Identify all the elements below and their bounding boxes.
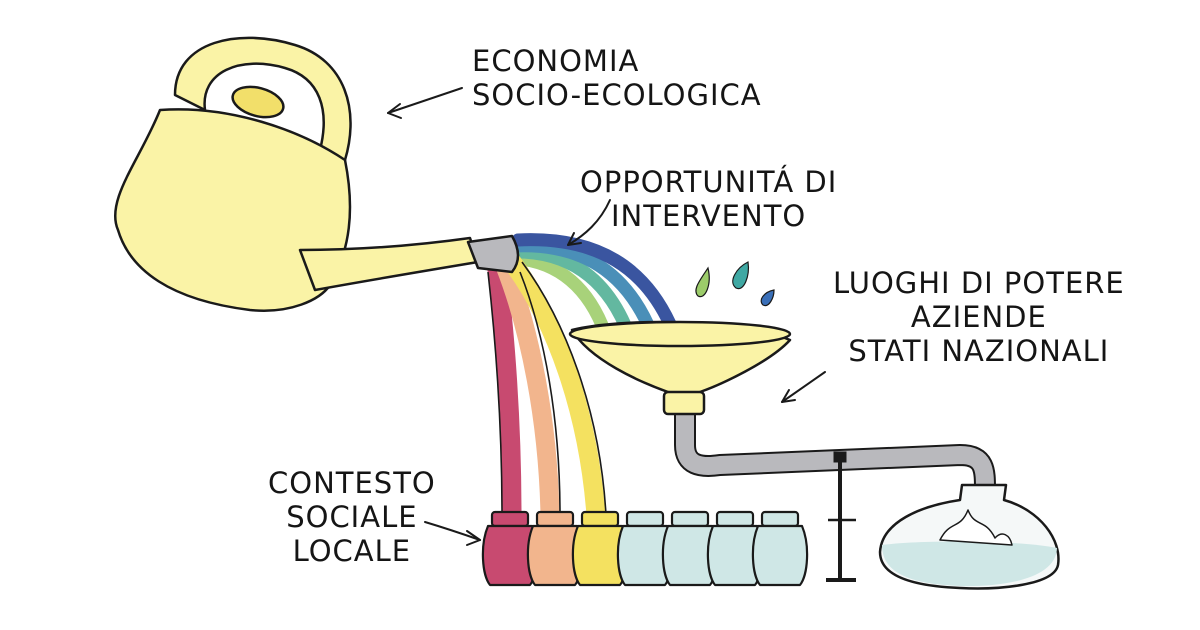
label-line: INTERVENTO (611, 199, 807, 233)
label-opportunita: OPPORTUNITÁ DI INTERVENTO (580, 165, 837, 233)
upper-streams (498, 233, 677, 332)
stream-magenta (487, 260, 522, 525)
falling-streams (487, 252, 606, 525)
label-line: ECONOMIA (472, 44, 640, 78)
arrow-icon (387, 87, 463, 119)
funnel-rim (568, 320, 792, 348)
arrows (387, 87, 826, 546)
watering-can-opening (231, 85, 285, 119)
flask-icon (878, 483, 1060, 590)
label-line: SOCIALE (286, 500, 418, 534)
stream-indigo (511, 233, 677, 331)
label-luoghi-di-potere: LUOGHI DI POTERE AZIENDE STATI NAZIONALI (833, 266, 1125, 368)
jar-icon (661, 510, 719, 587)
stream-teal (503, 245, 632, 332)
pipe-icon (674, 399, 996, 501)
watering-can-body (113, 108, 352, 312)
label-line: OPPORTUNITÁ DI (580, 165, 838, 199)
jar-icon (751, 510, 809, 587)
arrow-icon (567, 199, 611, 246)
droplet-blue (760, 289, 775, 307)
label-contesto-sociale: CONTESTO SOCIALE LOCALE (268, 466, 436, 568)
arrow-icon (781, 371, 826, 403)
droplets (695, 261, 775, 307)
funnel-icon (568, 320, 792, 416)
droplet-green (695, 266, 710, 298)
flask-splash (939, 509, 1013, 546)
droplet-teal (732, 261, 749, 290)
label-line: LUOGHI DI POTERE (833, 266, 1125, 300)
stream-outlines (487, 261, 607, 516)
label-line: SOCIO-ECOLOGICA (472, 78, 762, 112)
funnel-neck (662, 390, 706, 416)
arrow-icon (424, 521, 481, 546)
flask-liquid (882, 541, 1057, 587)
clamp-stand-icon (826, 451, 856, 582)
watering-can-icon (113, 36, 520, 312)
label-economia: ECONOMIA SOCIO-ECOLOGICA (472, 44, 762, 112)
watering-can-rose (466, 234, 520, 274)
label-line: CONTESTO (268, 466, 436, 500)
stream-peach (495, 256, 560, 525)
label-line: LOCALE (292, 534, 412, 568)
label-line: AZIENDE (910, 300, 1047, 334)
label-line: STATI NAZIONALI (848, 334, 1110, 368)
stream-blue (508, 239, 655, 332)
jars (481, 510, 809, 587)
stream-yellow (502, 252, 606, 525)
